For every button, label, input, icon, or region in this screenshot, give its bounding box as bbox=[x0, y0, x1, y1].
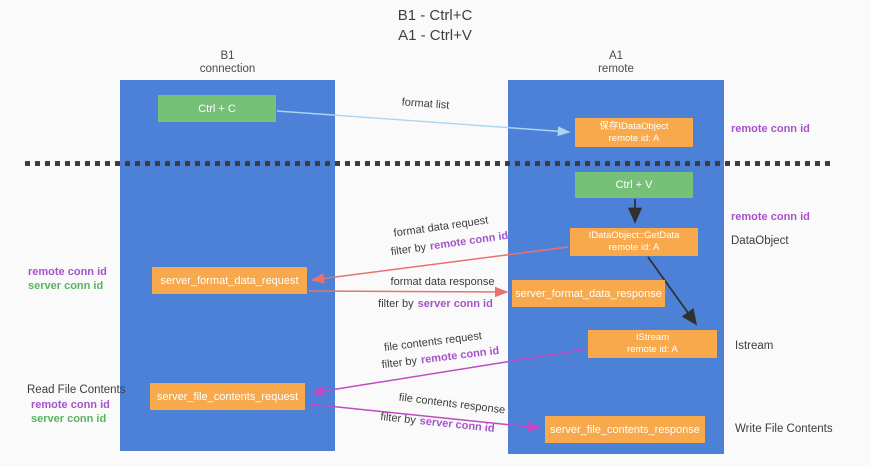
title-line-1: B1 - Ctrl+C bbox=[397, 7, 473, 24]
istream-box: IStream remote id: A bbox=[588, 330, 717, 358]
dataobject-annotation: DataObject bbox=[731, 235, 789, 247]
lane-b1-subtitle: connection bbox=[199, 63, 256, 75]
filter-by-text: filter by bbox=[390, 241, 427, 259]
file-contents-response-text: file contents response bbox=[398, 391, 506, 417]
ctrl-v-label: Ctrl + V bbox=[615, 179, 653, 191]
lane-header-a1: A1 remote bbox=[508, 50, 724, 76]
server-file-contents-request-box: server_file_contents_request bbox=[150, 383, 305, 410]
getdata-line2: remote id: A bbox=[608, 242, 660, 253]
left-bottom-remote-conn-id: remote conn id bbox=[31, 399, 110, 411]
right-top-remote-conn-id: remote conn id bbox=[731, 123, 810, 135]
server-conn-id-text: server conn id bbox=[417, 298, 493, 310]
server-file-contents-response-box: server_file_contents_response bbox=[545, 416, 705, 443]
format-list-text: format list bbox=[401, 96, 450, 112]
save-idataobject-line2: remote id: A bbox=[608, 132, 660, 144]
server-format-data-response-box: server_format_data_response bbox=[512, 280, 665, 307]
read-file-contents-annotation: Read File Contents bbox=[27, 384, 126, 396]
istream-line1: IStream bbox=[635, 332, 670, 343]
getdata-line1: IDataObject::GetData bbox=[588, 230, 680, 241]
ctrl-v-box: Ctrl + V bbox=[575, 172, 693, 198]
arrow-format-data-response bbox=[308, 286, 509, 298]
lane-header-b1: B1 connection bbox=[120, 50, 335, 76]
server-format-data-response-label: server_format_data_response bbox=[515, 287, 662, 300]
server-conn-id-text: server conn id bbox=[419, 415, 496, 435]
write-file-contents-annotation: Write File Contents bbox=[735, 423, 833, 435]
session-separator-line bbox=[25, 161, 831, 166]
idataobject-getdata-box: IDataObject::GetData remote id: A bbox=[570, 228, 698, 256]
lane-a1-name: A1 bbox=[608, 50, 624, 62]
lane-a1-subtitle: remote bbox=[598, 63, 634, 75]
left-remote-conn-id: remote conn id bbox=[28, 266, 107, 278]
left-server-conn-id: server conn id bbox=[28, 280, 104, 292]
format-list-label: format list bbox=[368, 94, 484, 114]
istream-annotation: Istream bbox=[735, 340, 774, 352]
server-file-contents-response-label: server_file_contents_response bbox=[550, 423, 700, 436]
right-mid-remote-conn-id: remote conn id bbox=[731, 211, 810, 223]
istream-line2: remote id: A bbox=[627, 344, 678, 355]
filter-by-text: filter by bbox=[381, 354, 418, 372]
save-idataobject-line1: 保存IDataObject bbox=[599, 120, 669, 132]
server-format-data-request-label: server_format_data_request bbox=[160, 274, 299, 287]
left-bottom-server-conn-id: server conn id bbox=[31, 413, 107, 425]
save-idataobject-box: 保存IDataObject remote id: A bbox=[575, 118, 693, 147]
remote-conn-id-text: remote conn id bbox=[429, 229, 509, 253]
filter-by-text: filter by bbox=[378, 298, 414, 310]
ctrl-c-label: Ctrl + C bbox=[198, 102, 236, 115]
server-format-data-request-box: server_format_data_request bbox=[152, 267, 307, 294]
ctrl-c-box: Ctrl + C bbox=[158, 95, 276, 122]
filter-by-text: filter by bbox=[379, 411, 417, 427]
format-data-response-label: format data response bbox=[385, 276, 500, 288]
title-line-2: A1 - Ctrl+V bbox=[398, 27, 472, 44]
format-data-response-text: format data response bbox=[390, 276, 495, 288]
server-file-contents-request-label: server_file_contents_request bbox=[156, 390, 299, 403]
diagram-title: B1 - Ctrl+C A1 - Ctrl+V bbox=[295, 6, 575, 46]
lane-b1-name: B1 bbox=[220, 50, 235, 62]
